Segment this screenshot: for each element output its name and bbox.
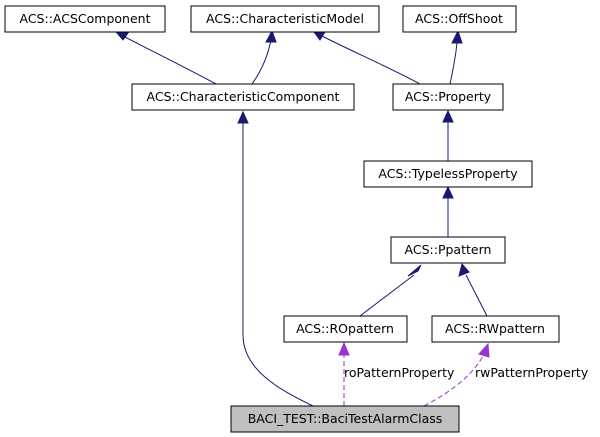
node-baci-test-alarm-class[interactable]: BACI_TEST::BaciTestAlarmClass (230, 405, 460, 433)
edge-characteristic-component-to-acs-component (124, 36, 217, 85)
node-acs-component[interactable]: ACS::ACSComponent (4, 5, 166, 33)
edge-characteristic-component-to-characteristic-model (251, 39, 272, 85)
node-label: ACS::OffShoot (415, 11, 503, 26)
arrowhead-property (442, 109, 454, 123)
arrowhead-offshoot (451, 29, 463, 44)
arrowhead-characteristic-component (237, 110, 249, 124)
node-label: ACS::Property (405, 89, 492, 104)
arrowhead-acs-component (115, 32, 129, 41)
edge-ropattern-to-ppattern (359, 274, 415, 317)
arrowhead-characteristic-model-left (265, 29, 277, 43)
edge-property-to-offshoot (449, 41, 458, 85)
edge-property-to-characteristic-model (321, 35, 421, 85)
node-rwpattern[interactable]: ACS::RWpattern (431, 315, 560, 343)
node-label: ACS::ACSComponent (20, 11, 151, 26)
node-characteristic-model[interactable]: ACS::CharacteristicModel (190, 5, 380, 33)
edge-baci-test-to-characteristic-component (242, 122, 314, 407)
edge-label-ro-pattern-property: roPatternProperty (344, 365, 455, 380)
arrowhead-rwpattern (478, 342, 490, 358)
node-property[interactable]: ACS::Property (392, 83, 504, 111)
node-label: ACS::CharacteristicModel (206, 11, 364, 26)
edge-baci-test-to-rwpattern (423, 353, 485, 407)
arrowhead-ppattern-right (458, 262, 470, 277)
node-label: ACS::ROpattern (296, 321, 394, 336)
arrowhead-ropattern (338, 341, 350, 356)
arrowhead-characteristic-model-right (313, 31, 326, 41)
node-offshoot[interactable]: ACS::OffShoot (402, 5, 517, 33)
node-label: ACS::Ppattern (405, 242, 492, 257)
edge-label-rw-pattern-property: rwPatternProperty (475, 365, 589, 380)
node-ropattern[interactable]: ACS::ROpattern (283, 315, 408, 343)
node-ppattern[interactable]: ACS::Ppattern (390, 236, 506, 264)
node-label: ACS::CharacteristicComponent (147, 89, 340, 104)
node-label: BACI_TEST::BaciTestAlarmClass (248, 411, 443, 426)
edge-rwpattern-to-ppattern (465, 274, 488, 317)
arrowhead-typeless-property (442, 185, 454, 199)
node-label: ACS::RWpattern (445, 321, 545, 336)
node-characteristic-component[interactable]: ACS::CharacteristicComponent (131, 83, 355, 111)
node-label: ACS::TypelessProperty (378, 166, 518, 181)
arrowhead-ppattern-left (407, 264, 422, 277)
node-typeless-property[interactable]: ACS::TypelessProperty (363, 160, 533, 188)
